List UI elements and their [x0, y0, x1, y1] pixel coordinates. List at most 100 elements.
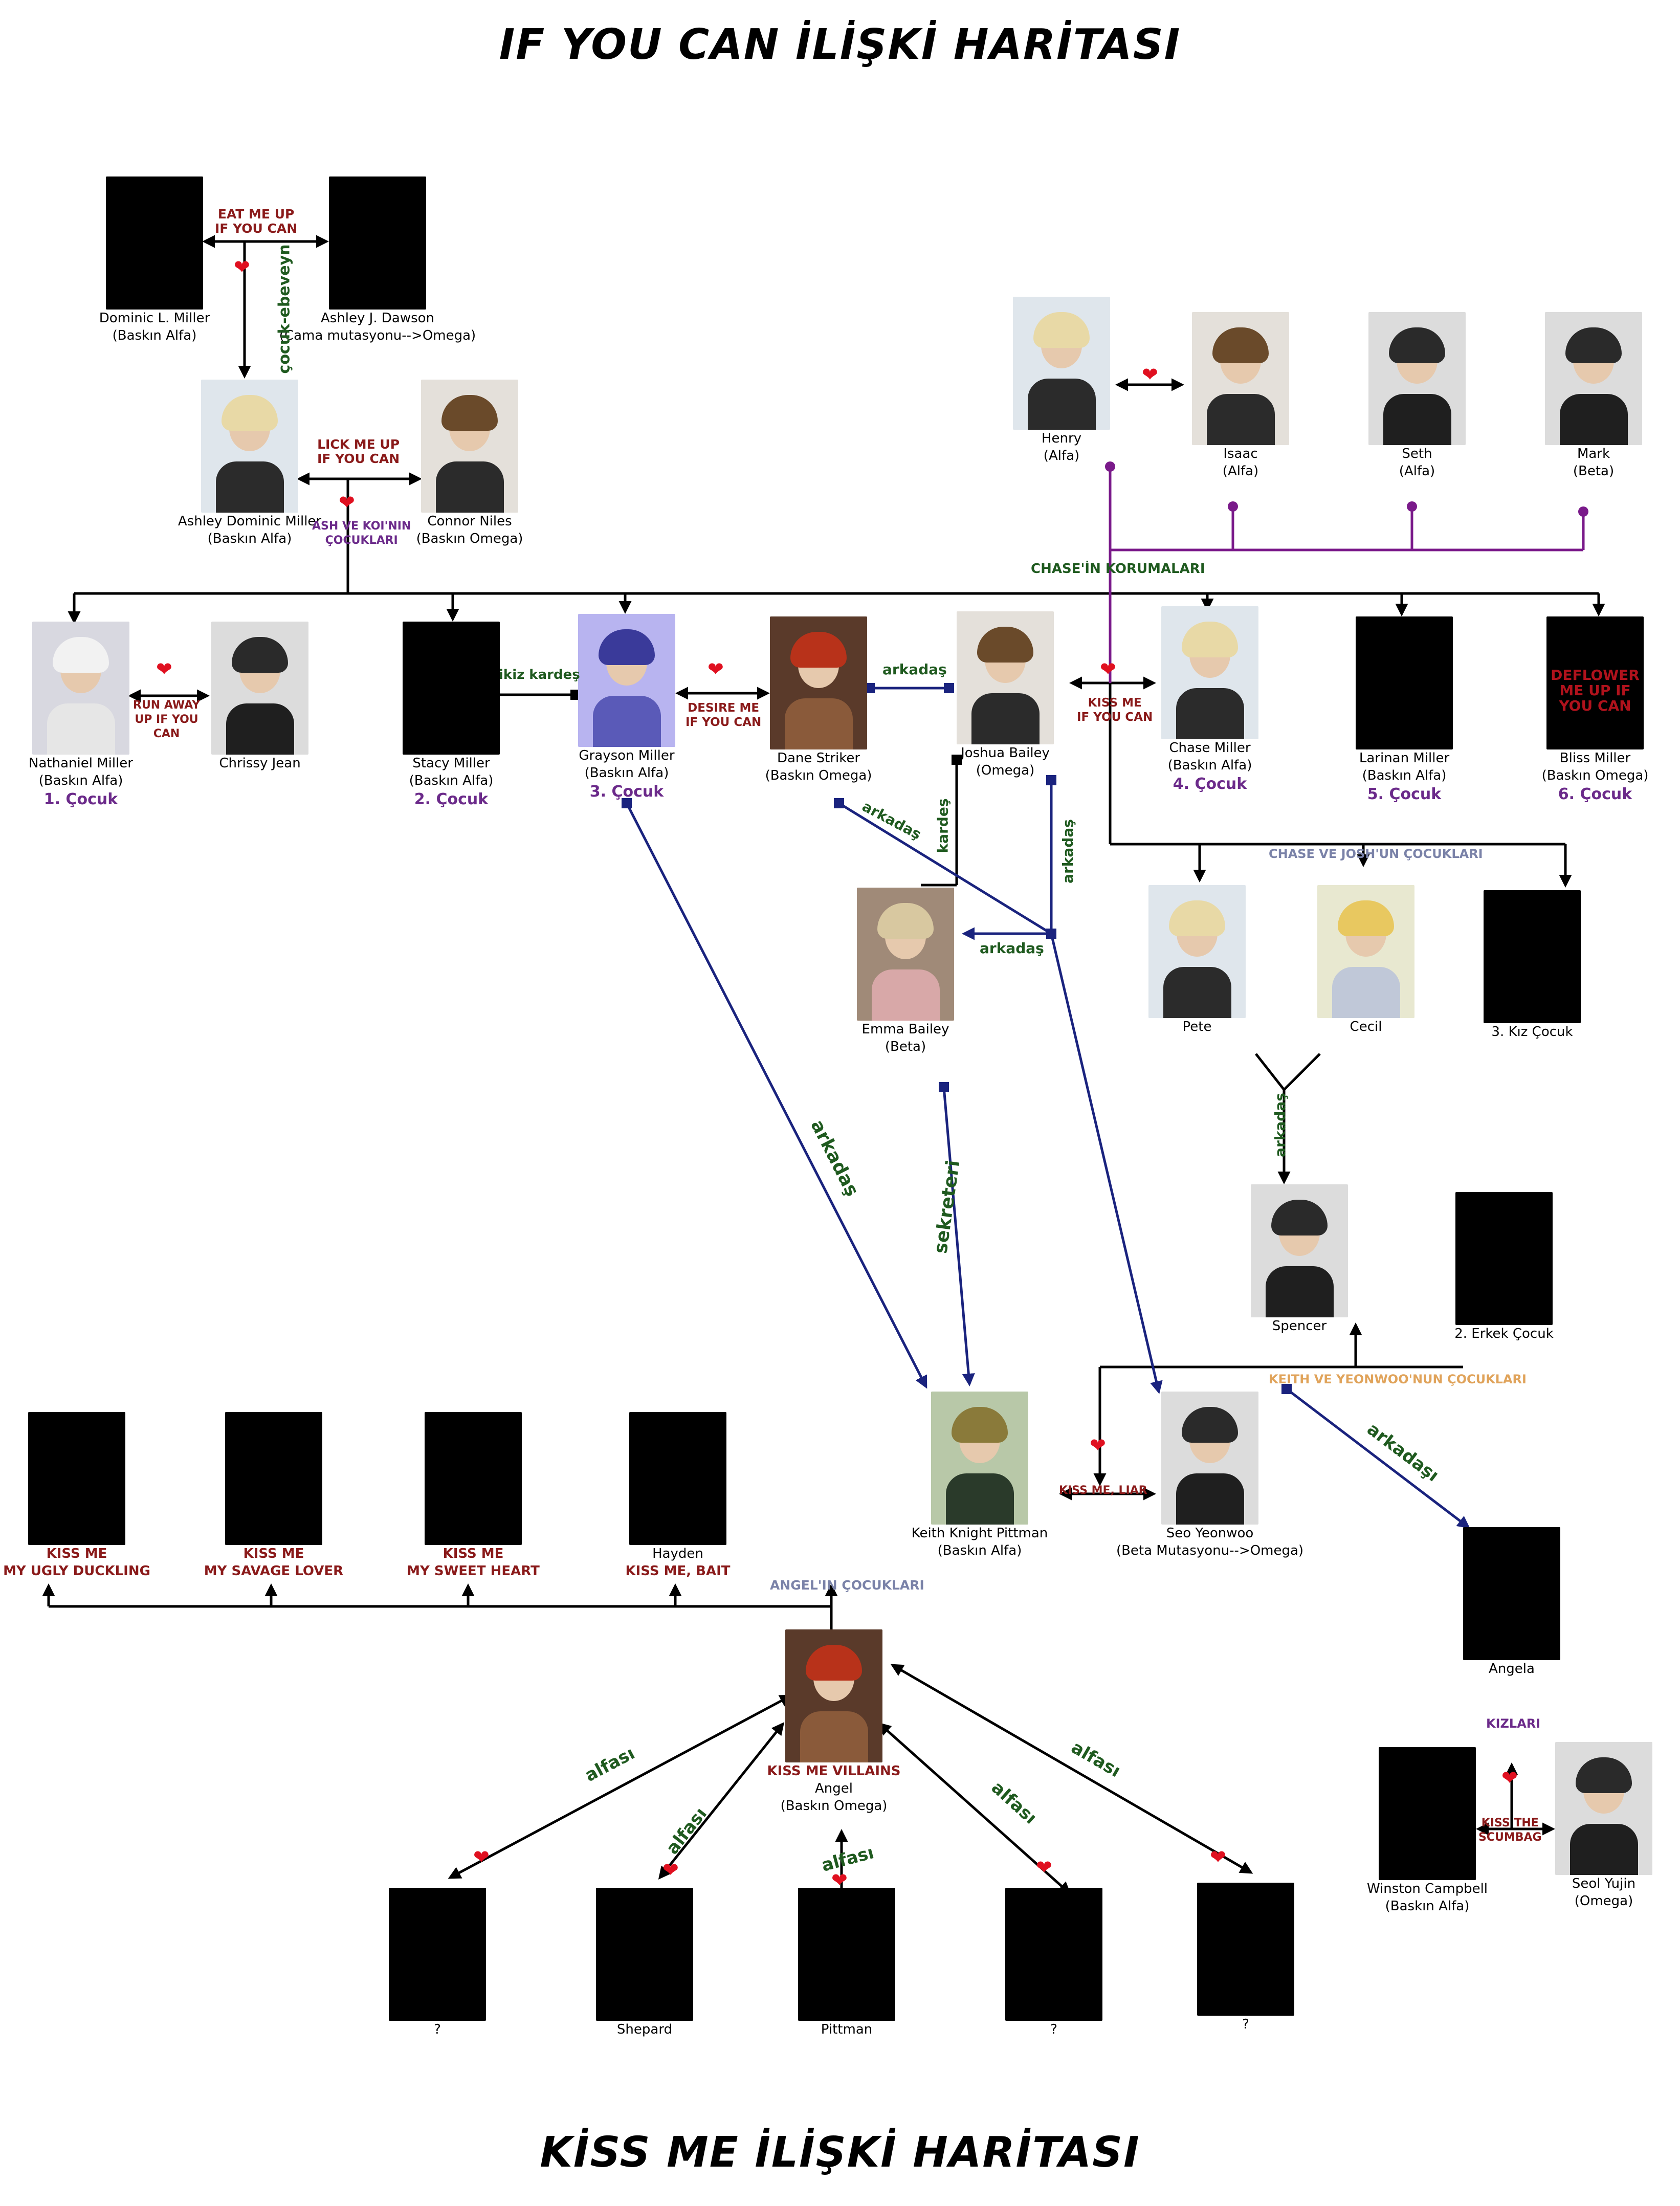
person-role: (Beta): [1573, 464, 1615, 479]
kiss-me-liar-label: KISS ME, LIAR: [1059, 1484, 1147, 1497]
person-name: Larinan Miller: [1359, 751, 1450, 766]
heart-icon: ❤: [473, 1846, 490, 1868]
person-q3: ?: [1195, 1883, 1297, 2033]
portrait-image: [1005, 1888, 1102, 2021]
portrait-image: [1013, 297, 1110, 430]
person-role: (Baskın Alfa): [1362, 768, 1447, 783]
person-name: Winston Campbell: [1366, 1881, 1488, 1896]
heart-icon: ❤: [156, 658, 172, 680]
friend-vertical-label: arkadaş: [1059, 819, 1076, 884]
person-winston: Winston Campbell(Baskın Alfa): [1367, 1747, 1488, 1915]
person-name: Hayden: [652, 1546, 703, 1561]
person-role: (Baskın Alfa): [1167, 758, 1252, 773]
portrait-image: [403, 622, 500, 755]
person-role: (Cama mutasyonu-->Omega): [279, 328, 476, 343]
twin-sibling-label: ikiz kardeş: [499, 667, 580, 682]
person-mark: Mark(Beta): [1542, 312, 1645, 480]
person-grayson: Grayson Miller(Baskın Alfa)3. Çocuk: [576, 614, 678, 802]
person-role: (Baskın Alfa): [409, 773, 494, 788]
heart-icon: ❤: [1036, 1856, 1052, 1879]
person-connor: Connor Niles (Baskın Omega): [416, 380, 523, 547]
person-name: Spencer: [1272, 1318, 1327, 1334]
person-isaac: Isaac(Alfa): [1189, 312, 1292, 480]
person-name: Keith Knight Pittman: [911, 1526, 1048, 1541]
heart-icon: ❤: [1142, 363, 1158, 386]
portrait-image: [578, 614, 675, 747]
person-name: Shepard: [616, 2022, 673, 2037]
person-pete: Pete: [1146, 885, 1248, 1035]
portrait-image: [1484, 890, 1581, 1023]
chase-bodyguards-label: CHASE'İN KORUMALARI: [1031, 561, 1205, 577]
portrait-image: [1317, 885, 1414, 1018]
heart-icon: ❤: [1100, 658, 1116, 680]
person-role: MY SAVAGE LOVER: [204, 1563, 344, 1579]
portrait-image: [1463, 1527, 1560, 1660]
person-name: Pittman: [821, 2022, 873, 2037]
child-order: 2. Çocuk: [414, 790, 489, 808]
child-order: 5. Çocuk: [1367, 785, 1442, 803]
portrait-image: [1356, 616, 1453, 749]
friend-emma-label: arkadaş: [980, 940, 1044, 957]
person-name: ?: [434, 2022, 441, 2037]
portrait-image: [770, 616, 867, 749]
person-name: Joshua Bailey: [961, 745, 1050, 761]
person-chrissy: Chrissy Jean: [209, 622, 311, 772]
person-role: (Baskın Omega): [765, 768, 872, 783]
person-name: Grayson Miller: [579, 748, 675, 763]
sibling-joshua-emma-label: kardeş: [934, 798, 952, 853]
person-seth: Seth(Alfa): [1366, 312, 1468, 480]
person-name: Pete: [1182, 1019, 1212, 1034]
portrait-image: [857, 888, 954, 1021]
person-dominic: Dominic L. Miller(Baskın Alfa): [99, 177, 210, 344]
portrait-image: [1251, 1184, 1348, 1317]
portrait-image: [1455, 1192, 1553, 1325]
heart-icon: ❤: [1210, 1846, 1226, 1868]
portrait-image: [32, 622, 129, 755]
person-name: KISS ME VILLAINS: [767, 1763, 901, 1779]
portrait-image: [1379, 1747, 1476, 1880]
portrait-image: [596, 1888, 693, 2021]
portrait-image: [1161, 606, 1258, 739]
child-order: 6. Çocuk: [1558, 785, 1632, 803]
person-role: MY SWEET HEART: [407, 1563, 540, 1579]
person-role: (Baskın Omega): [1541, 768, 1649, 783]
person-name: Dominic L. Miller: [99, 311, 210, 326]
portrait-image: [798, 1888, 895, 2021]
person-name: Henry: [1041, 431, 1082, 446]
child-order: 3. Çocuk: [589, 783, 664, 801]
person-name: Ashley J. Dawson: [320, 311, 435, 326]
heart-icon: ❤: [234, 256, 250, 278]
person-name: Connor Niles: [427, 514, 512, 529]
portrait-image: [421, 380, 518, 513]
person-name: 3. Kız Çocuk: [1491, 1024, 1573, 1040]
portrait-image: [106, 177, 203, 310]
person-role: (Baskın Omega): [780, 1798, 888, 1814]
person-name: Emma Bailey: [861, 1022, 949, 1037]
portrait-image: [389, 1888, 486, 2021]
person-role: (Baskın Omega): [416, 531, 523, 546]
person-name: Bliss Miller: [1559, 751, 1631, 766]
person-cecil: Cecil: [1315, 885, 1417, 1035]
person-savage: KISS ME MY SAVAGE LOVER: [204, 1412, 343, 1580]
portrait-image: [225, 1412, 322, 1545]
person-name: Nathaniel Miller: [29, 756, 133, 771]
person-name: KISS ME: [243, 1546, 304, 1561]
angel-children-label: ANGEL'IN ÇOCUKLARI: [770, 1578, 924, 1593]
person-larinan: Larinan Miller (Baskın Alfa) 5. Çocuk: [1353, 616, 1455, 805]
portrait-image: [425, 1412, 522, 1545]
person-shepard: Shepard: [593, 1888, 696, 2038]
person-role: (Baskın Alfa): [937, 1543, 1022, 1558]
daughters-label: KIZLARI: [1486, 1716, 1541, 1731]
person-name: Stacy Miller: [412, 756, 490, 771]
heart-icon: ❤: [708, 658, 724, 680]
person-role: (Alfa): [1043, 448, 1080, 464]
